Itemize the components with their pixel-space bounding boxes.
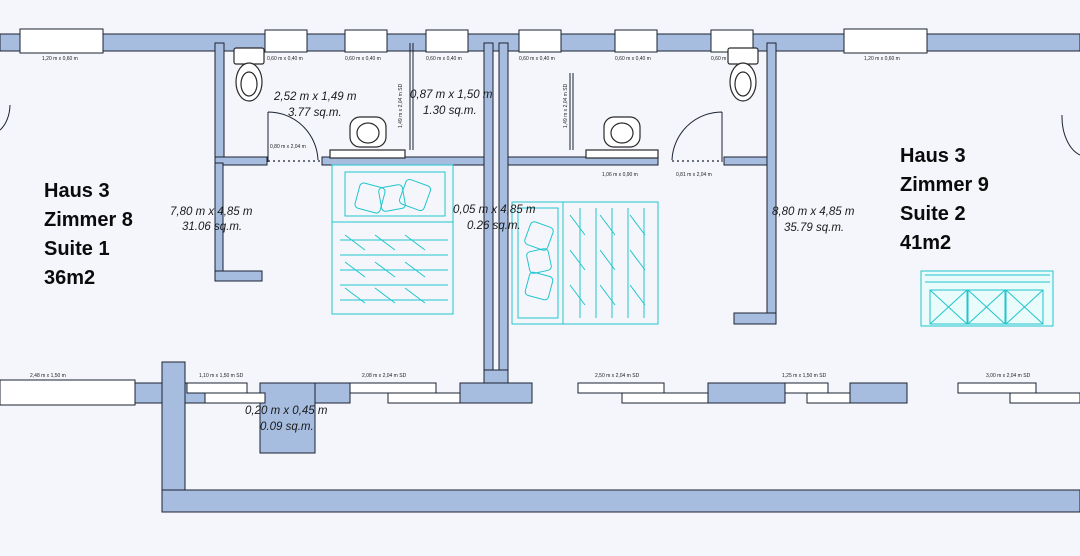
room9-dims: 8,80 m x 4,85 m [772,206,855,218]
bath-right-door-label-b: 0,81 m x 2,04 m [676,172,712,178]
bath-left-sqm: 3.77 sq.m. [288,107,342,119]
corridor-dims: 0,05 m x 4,85 m [453,204,536,216]
room8-closet-wall-foot [214,270,263,282]
room8-dims: 7,80 m x 4,85 m [170,206,253,218]
bottom-window-4b [621,392,709,404]
bath-left-door-swing [267,111,319,162]
bottom-window-2-label: 1,10 m x 1,50 m SD [199,373,244,379]
room8-name: Zimmer 8 [44,209,133,231]
bath-left-dims: 2,52 m x 1,49 m [273,91,357,103]
bottom-window-5b [806,392,851,404]
toilet-right-icon [727,47,759,102]
bottom-window-3b [387,392,461,404]
bottom-wall-left [134,382,164,404]
room9-area: 41m2 [900,232,951,254]
room9-name: Zimmer 9 [900,174,989,196]
top-window-5-label: 0,60 m x 0,40 m [519,56,555,62]
room9-suite: Suite 2 [900,203,966,225]
bottom-window-3-label: 2,08 m x 2,04 m SD [362,373,407,379]
bottom-wall-seg-2 [314,382,351,404]
top-window-1-label: 1,20 m x 0,60 m [42,56,78,62]
bath-left-wall-left [214,42,225,164]
top-window-4 [425,29,469,53]
room8-suite: Suite 1 [44,238,110,260]
room9-house: Haus 3 [900,145,966,167]
bed-center-icon [511,201,659,325]
room8-house: Haus 3 [44,180,110,202]
bath-right-door-label: 1,49 m x 2,04 m SD [563,83,569,128]
bottom-window-4a [577,382,665,394]
toilet-left-icon [233,47,265,102]
room9-sqm: 35.79 sq.m. [784,222,844,234]
room8-door-arc [0,104,11,131]
top-window-1 [19,28,104,54]
bath-left-wall-bottom-a [214,156,268,166]
sofa-right-icon [920,270,1054,327]
bottom-wall-seg-3 [459,382,533,404]
top-window-3 [344,29,388,53]
bottom-window-1 [0,379,136,406]
bath-mid-door-label: 1,49 m x 2,04 m SD [398,83,404,128]
bottom-wall-seg-5 [849,382,908,404]
top-window-6 [614,29,658,53]
bottom-outer-wall [161,489,1080,513]
room9-door-arc [1061,114,1080,156]
bath-right-door-swing [671,111,723,162]
room9-closet-wall-foot [733,312,777,325]
bottom-window-4-label: 2,50 m x 2,04 m SD [595,373,640,379]
sink-right-icon [585,116,659,159]
top-window-2 [264,29,308,53]
top-window-5 [518,29,562,53]
bottom-window-1-label: 2,48 m x 1,50 m [30,373,66,379]
bottom-window-6b [1009,392,1080,404]
shaft-sqm: 0.09 sq.m. [260,421,314,433]
top-window-8-label: 1,20 m x 0,60 m [864,56,900,62]
bottom-window-2b [204,392,266,404]
top-window-3-label: 0,60 m x 0,40 m [345,56,381,62]
top-window-2-label: 0,60 m x 0,40 m [267,56,303,62]
bottom-window-3a [349,382,437,394]
top-window-6-label: 0,60 m x 0,40 m [615,56,651,62]
room8-area: 36m2 [44,267,95,289]
bottom-window-2a [186,382,248,394]
bath-right-wall-right [766,42,777,325]
sink-right-label: 1,06 m x 0,90 m [602,172,638,178]
bath-mid-dims: 0,87 m x 1,50 m [410,89,493,101]
sink-left-icon [329,116,406,159]
bath-right-wall-bottom-a [507,156,659,166]
corridor-sqm: 0.26 sq.m. [467,220,521,232]
bottom-window-5-label: 1,25 m x 1,50 m SD [782,373,827,379]
bed-left-icon [331,164,454,315]
shaft [259,382,316,454]
bottom-window-5a [784,382,829,394]
bottom-window-6-label: 3,00 m x 2,04 m SD [986,373,1031,379]
bottom-window-6a [957,382,1037,394]
room8-sqm: 31.06 sq.m. [182,221,242,233]
top-window-8 [843,28,928,54]
top-window-4-label: 0,60 m x 0,40 m [426,56,462,62]
bath-mid-sqm: 1.30 sq.m. [423,105,477,117]
bottom-wall-seg-4 [707,382,786,404]
shaft-dims: 0,20 m x 0,45 m [245,405,328,417]
bath-left-door-label: 0,80 m x 2,04 m [270,144,306,150]
